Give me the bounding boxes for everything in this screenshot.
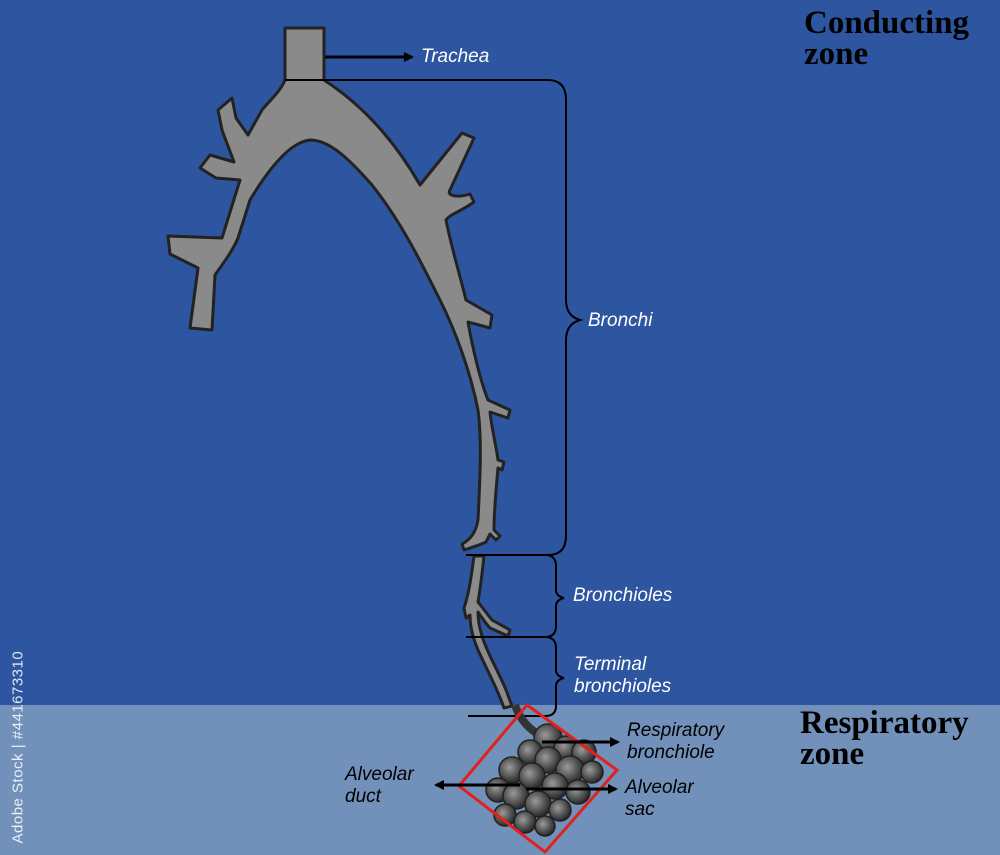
bronchi-bracket <box>285 80 580 555</box>
terminal-bronchioles-label: Terminal bronchioles <box>574 654 671 698</box>
bronchial-tree <box>168 28 510 550</box>
bronchi-label: Bronchi <box>588 310 652 332</box>
respiratory-bronchiole-label: Respiratory bronchiole <box>627 720 724 764</box>
trachea-shape <box>168 28 510 550</box>
alveolar-sac-label: Alveolar sac <box>625 777 694 821</box>
bronchioles-label: Bronchioles <box>573 585 672 607</box>
respiratory-zone-title: Respiratory zone <box>800 708 969 770</box>
trachea-label: Trachea <box>421 46 489 68</box>
conducting-zone-title: Conducting zone <box>804 8 969 70</box>
stock-watermark: Adobe Stock | #441673310 <box>6 625 30 845</box>
watermark-text: Adobe Stock | #441673310 <box>10 624 27 844</box>
alveolar-cluster <box>486 705 603 836</box>
alveolar-duct-label: Alveolar duct <box>345 764 414 808</box>
bronchiole-branches <box>464 556 512 708</box>
